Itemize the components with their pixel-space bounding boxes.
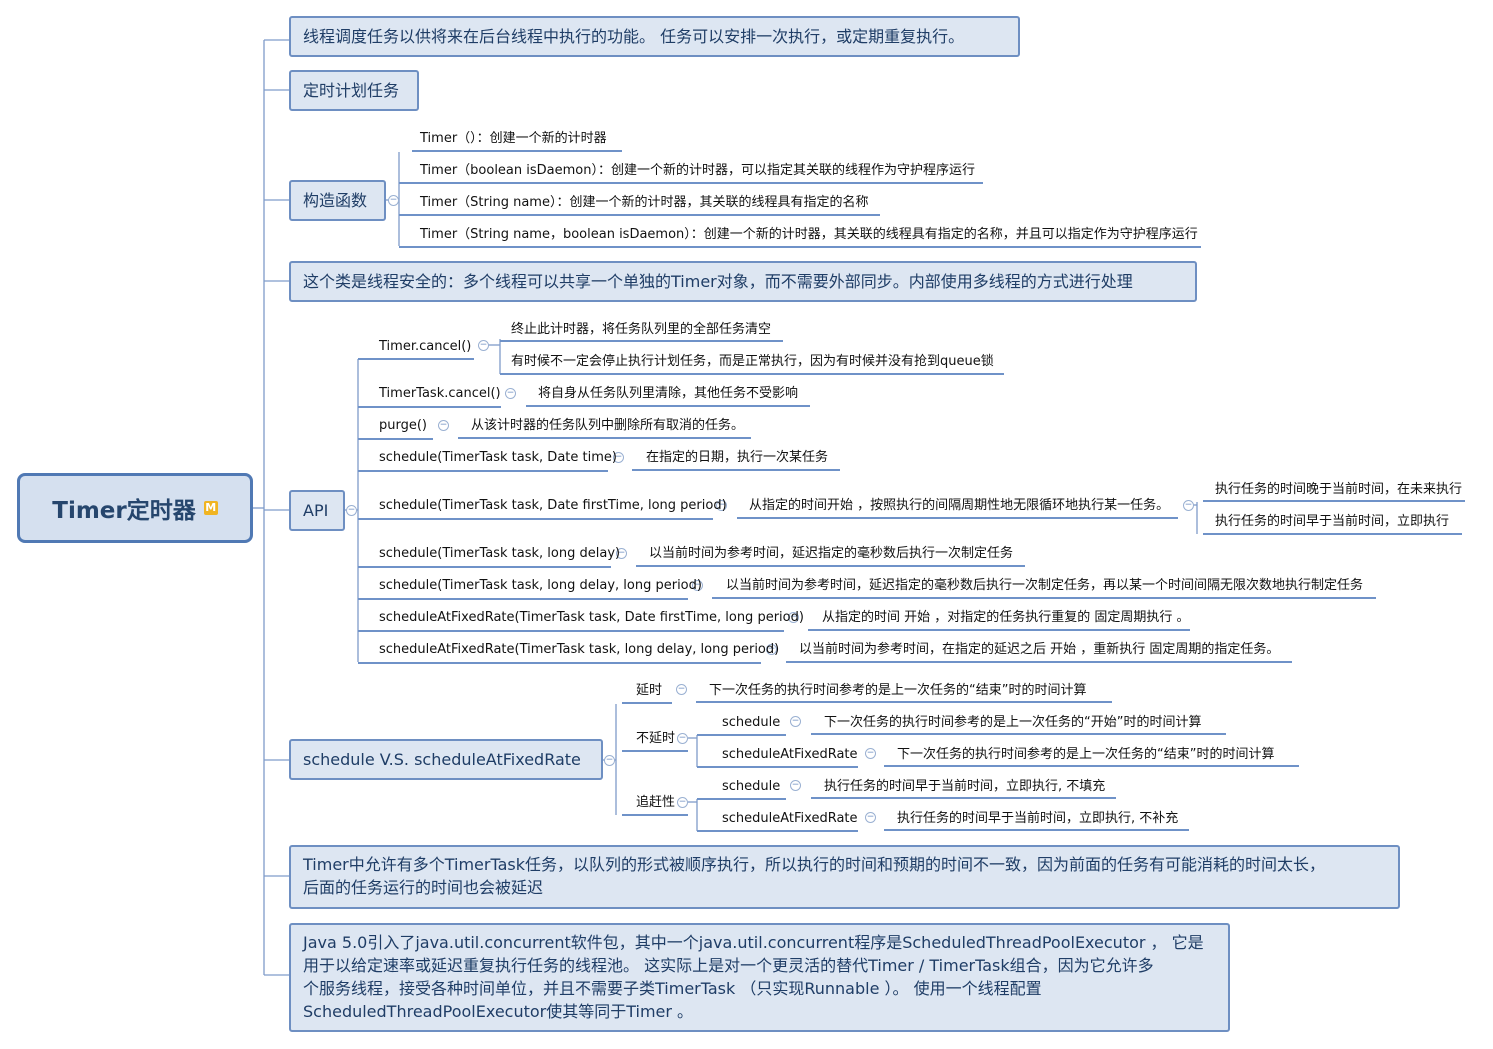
collapse-icon[interactable]: − xyxy=(677,797,688,808)
queue-note-line-2: 后面的任务运行的时间也会被延迟 xyxy=(303,878,544,897)
topic-java5-note[interactable]: Java 5.0引入了java.util.concurrent软件包，其中一个j… xyxy=(289,923,1230,1032)
api-timer-cancel-detail[interactable]: 有时候不一定会停止执行计划任务，而是正常执行，因为有时候并没有抢到queue锁 xyxy=(511,354,994,369)
api-purge[interactable]: purge() xyxy=(379,418,428,433)
topic-thread-safe[interactable]: 这个类是线程安全的：多个线程可以共享一个单独的Timer对象，而不需要外部同步。… xyxy=(289,261,1197,302)
topic-thread-safe-text: 这个类是线程安全的：多个线程可以共享一个单独的Timer对象，而不需要外部同步。… xyxy=(303,272,1133,291)
topic-api-text: API xyxy=(303,501,329,520)
topic-constructor[interactable]: 构造函数 xyxy=(289,180,386,221)
compare-delay-desc[interactable]: 下一次任务的执行时间参考的是上一次任务的“结束”时的时间计算 xyxy=(709,683,1087,698)
api-schedule-case[interactable]: 执行任务的时间早于当前时间，立即执行 xyxy=(1215,514,1450,529)
collapse-icon[interactable]: − xyxy=(346,505,357,516)
api-timer-cancel[interactable]: Timer.cancel() xyxy=(379,339,472,354)
collapse-icon[interactable]: − xyxy=(865,748,876,759)
topic-compare[interactable]: schedule V.S. scheduleAtFixedRate xyxy=(289,739,603,780)
compare-catch-up-fixed[interactable]: scheduleAtFixedRate xyxy=(722,811,858,826)
collapse-icon[interactable]: − xyxy=(716,500,727,511)
api-schedule-date-period-desc[interactable]: 从指定的时间开始 ，按照执行的间隔周期性地无限循环地执行某一任务。 xyxy=(749,498,1170,513)
api-task-cancel-desc[interactable]: 将自身从任务队列里清除，其他任务不受影响 xyxy=(538,386,799,401)
collapse-icon[interactable]: − xyxy=(865,812,876,823)
topic-description-text: 线程调度任务以供将来在后台线程中执行的功能。 任务可以安排一次执行，或定期重复执… xyxy=(303,27,965,46)
api-schedule-delay-period[interactable]: schedule(TimerTask task, long delay, lon… xyxy=(379,578,702,593)
java5-note-line-4: ScheduledThreadPoolExecutor使其等同于Timer 。 xyxy=(303,1002,694,1021)
constructor-item[interactable]: Timer（String name，boolean isDaemon）：创建一个… xyxy=(420,227,1198,242)
java5-note-line-2: 用于以给定速率或延迟重复执行任务的线程池。 这实际上是对一个更灵活的替代Time… xyxy=(303,956,1154,975)
compare-no-delay-schedule-desc[interactable]: 下一次任务的执行时间参考的是上一次任务的“开始”时的时间计算 xyxy=(824,715,1202,730)
collapse-icon[interactable]: − xyxy=(790,780,801,791)
collapse-icon[interactable]: − xyxy=(604,755,615,766)
api-fixed-rate-date-desc[interactable]: 从指定的时间 开始 ，对指定的任务执行重复的 固定周期执行 。 xyxy=(822,610,1190,625)
topic-queue-note[interactable]: Timer中允许有多个TimerTask任务，以队列的形式被顺序执行，所以执行的… xyxy=(289,845,1400,909)
api-timer-cancel-detail[interactable]: 终止此计时器，将任务队列里的全部任务清空 xyxy=(511,322,772,337)
constructor-item[interactable]: Timer（）：创建一个新的计时器 xyxy=(420,131,607,146)
compare-delay[interactable]: 延时 xyxy=(636,683,663,698)
java5-note-line-3: 个服务线程，接受各种时间单位，并且不需要子类TimerTask （只实现Runn… xyxy=(303,979,1042,998)
topic-compare-text: schedule V.S. scheduleAtFixedRate xyxy=(303,750,581,769)
compare-no-delay-fixed-desc[interactable]: 下一次任务的执行时间参考的是上一次任务的“结束”时的时间计算 xyxy=(897,747,1275,762)
collapse-icon[interactable]: − xyxy=(478,340,489,351)
topic-constructor-text: 构造函数 xyxy=(303,191,368,210)
collapse-icon[interactable]: − xyxy=(388,195,399,206)
compare-catch-up-schedule-desc[interactable]: 执行任务的时间早于当前时间，立即执行, 不填充 xyxy=(824,779,1106,794)
collapse-icon[interactable]: − xyxy=(788,612,799,623)
collapse-icon[interactable]: − xyxy=(677,733,688,744)
compare-no-delay-schedule[interactable]: schedule xyxy=(722,715,781,730)
compare-catch-up-fixed-desc[interactable]: 执行任务的时间早于当前时间，立即执行, 不补充 xyxy=(897,811,1179,826)
api-schedule-delay-desc[interactable]: 以当前时间为参考时间，延迟指定的毫秒数后执行一次制定任务 xyxy=(649,546,1014,561)
collapse-icon[interactable]: − xyxy=(505,388,516,399)
marker-icon: M xyxy=(203,501,218,515)
collapse-icon[interactable]: − xyxy=(766,644,777,655)
collapse-icon[interactable]: − xyxy=(790,716,801,727)
api-fixed-rate-delay[interactable]: scheduleAtFixedRate(TimerTask task, long… xyxy=(379,642,780,657)
api-schedule-delay-period-desc[interactable]: 以当前时间为参考时间，延迟指定的毫秒数后执行一次制定任务，再以某一个时间间隔无限… xyxy=(726,578,1364,593)
collapse-icon[interactable]: − xyxy=(692,580,703,591)
topic-api[interactable]: API xyxy=(289,490,345,531)
collapse-icon[interactable]: − xyxy=(438,420,449,431)
constructor-item[interactable]: Timer（String name）：创建一个新的计时器，其关联的线程具有指定的… xyxy=(420,195,869,210)
topic-timer-task[interactable]: 定时计划任务 xyxy=(289,70,419,111)
collapse-icon[interactable]: − xyxy=(676,684,687,695)
root-topic[interactable]: Timer定时器 M xyxy=(17,473,253,543)
constructor-item[interactable]: Timer（boolean isDaemon）：创建一个新的计时器，可以指定其关… xyxy=(420,163,975,178)
compare-catch-up-schedule[interactable]: schedule xyxy=(722,779,781,794)
collapse-icon[interactable]: − xyxy=(1183,500,1194,511)
api-schedule-delay[interactable]: schedule(TimerTask task, long delay) xyxy=(379,546,621,561)
compare-no-delay[interactable]: 不延时 xyxy=(636,731,676,746)
api-fixed-rate-delay-desc[interactable]: 以当前时间为参考时间，在指定的延迟之后 开始 ，重新执行 固定周期的指定任务。 xyxy=(799,642,1280,657)
collapse-icon[interactable]: − xyxy=(613,452,624,463)
topic-description[interactable]: 线程调度任务以供将来在后台线程中执行的功能。 任务可以安排一次执行，或定期重复执… xyxy=(289,16,1020,57)
compare-no-delay-fixed[interactable]: scheduleAtFixedRate xyxy=(722,747,858,762)
api-task-cancel[interactable]: TimerTask.cancel() xyxy=(379,386,501,401)
api-purge-desc[interactable]: 从该计时器的任务队列中删除所有取消的任务。 xyxy=(471,418,745,433)
api-schedule-date[interactable]: schedule(TimerTask task, Date time) xyxy=(379,450,617,465)
api-schedule-date-period[interactable]: schedule(TimerTask task, Date firstTime,… xyxy=(379,498,727,513)
api-fixed-rate-date[interactable]: scheduleAtFixedRate(TimerTask task, Date… xyxy=(379,610,804,625)
compare-catch-up[interactable]: 追赶性 xyxy=(636,795,676,810)
queue-note-line-1: Timer中允许有多个TimerTask任务，以队列的形式被顺序执行，所以执行的… xyxy=(303,855,1326,874)
java5-note-line-1: Java 5.0引入了java.util.concurrent软件包，其中一个j… xyxy=(303,933,1204,952)
root-title: Timer定时器 xyxy=(52,498,196,524)
api-schedule-case[interactable]: 执行任务的时间晚于当前时间，在未来执行 xyxy=(1215,482,1463,497)
topic-timer-task-text: 定时计划任务 xyxy=(303,81,400,100)
api-schedule-date-desc[interactable]: 在指定的日期，执行一次某任务 xyxy=(646,450,829,465)
collapse-icon[interactable]: − xyxy=(616,548,627,559)
